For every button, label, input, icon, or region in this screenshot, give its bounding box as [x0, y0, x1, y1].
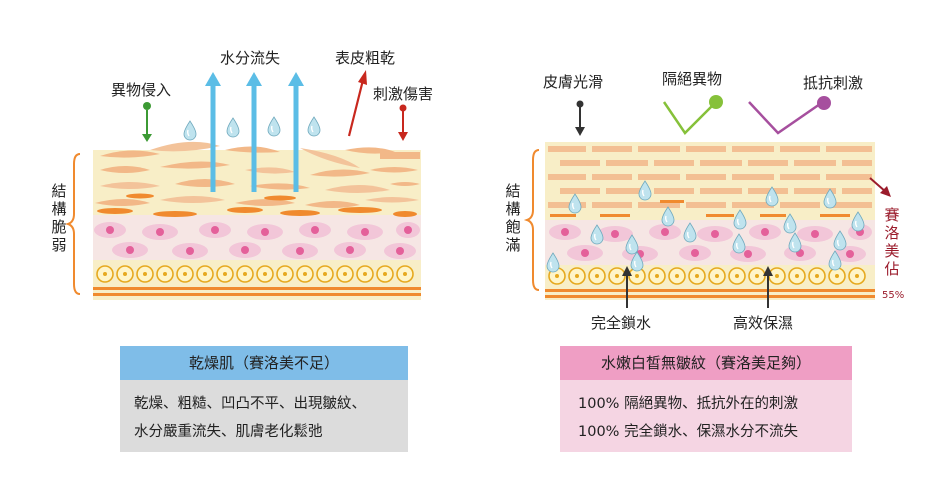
label-smooth-skin: 皮膚光滑 [543, 73, 604, 91]
rough-skin-arrow [347, 70, 367, 137]
left-caption-title: 乾燥肌（賽洛美不足） [120, 346, 408, 380]
label-moisturize: 高效保濕 [733, 314, 794, 332]
isolate-arrow [662, 95, 723, 135]
left-side-label: 結構 脆弱 [51, 182, 67, 254]
label-water-loss: 水分流失 [220, 49, 281, 67]
ceramide-label: 賽洛 美佔 [884, 206, 900, 278]
smooth-skin-arrow [575, 100, 585, 136]
label-resist-irritation: 抵抗刺激 [803, 74, 864, 92]
left-caption-body: 乾燥、粗糙、凹凸不平、出現皺紋、 水分嚴重流失、肌膚老化鬆弛 [120, 380, 408, 452]
left-brace [64, 153, 81, 295]
left-skin-block [93, 141, 421, 300]
label-irritation: 刺激傷害 [373, 85, 434, 103]
right-caption-line-1: 100% 隔絕異物、抵抗外在的刺激 [578, 396, 799, 412]
left-caption-line-1: 乾燥、粗糙、凹凸不平、出現皺紋、 [134, 396, 366, 412]
resist-arrow [748, 96, 831, 135]
right-brace [523, 149, 540, 291]
label-rough-skin: 表皮粗乾 [335, 49, 396, 67]
right-side-label: 結構 飽滿 [505, 182, 521, 254]
right-caption-body: 100% 隔絕異物、抵抗外在的刺激 100% 完全鎖水、保濕水分不流失 [560, 380, 852, 452]
irritation-arrow [398, 104, 408, 141]
ceramide-arrow [869, 177, 891, 197]
right-skin-block [545, 142, 875, 300]
label-lock-water: 完全鎖水 [591, 314, 652, 332]
right-caption-line-2: 100% 完全鎖水、保濕水分不流失 [578, 424, 799, 440]
foreign-intrusion-arrow [142, 102, 152, 142]
right-caption-title: 水嫩白皙無皺紋（賽洛美足夠） [560, 346, 852, 380]
water-loss-arrows [205, 72, 304, 192]
label-foreign-intrusion: 異物侵入 [111, 81, 172, 99]
lock-water-arrow [622, 266, 632, 308]
label-isolate-foreign: 隔絕異物 [662, 70, 723, 88]
left-caption-line-2: 水分嚴重流失、肌膚老化鬆弛 [134, 424, 323, 440]
moisturize-arrow [763, 266, 773, 308]
ceramide-percent: 55% [882, 290, 905, 301]
